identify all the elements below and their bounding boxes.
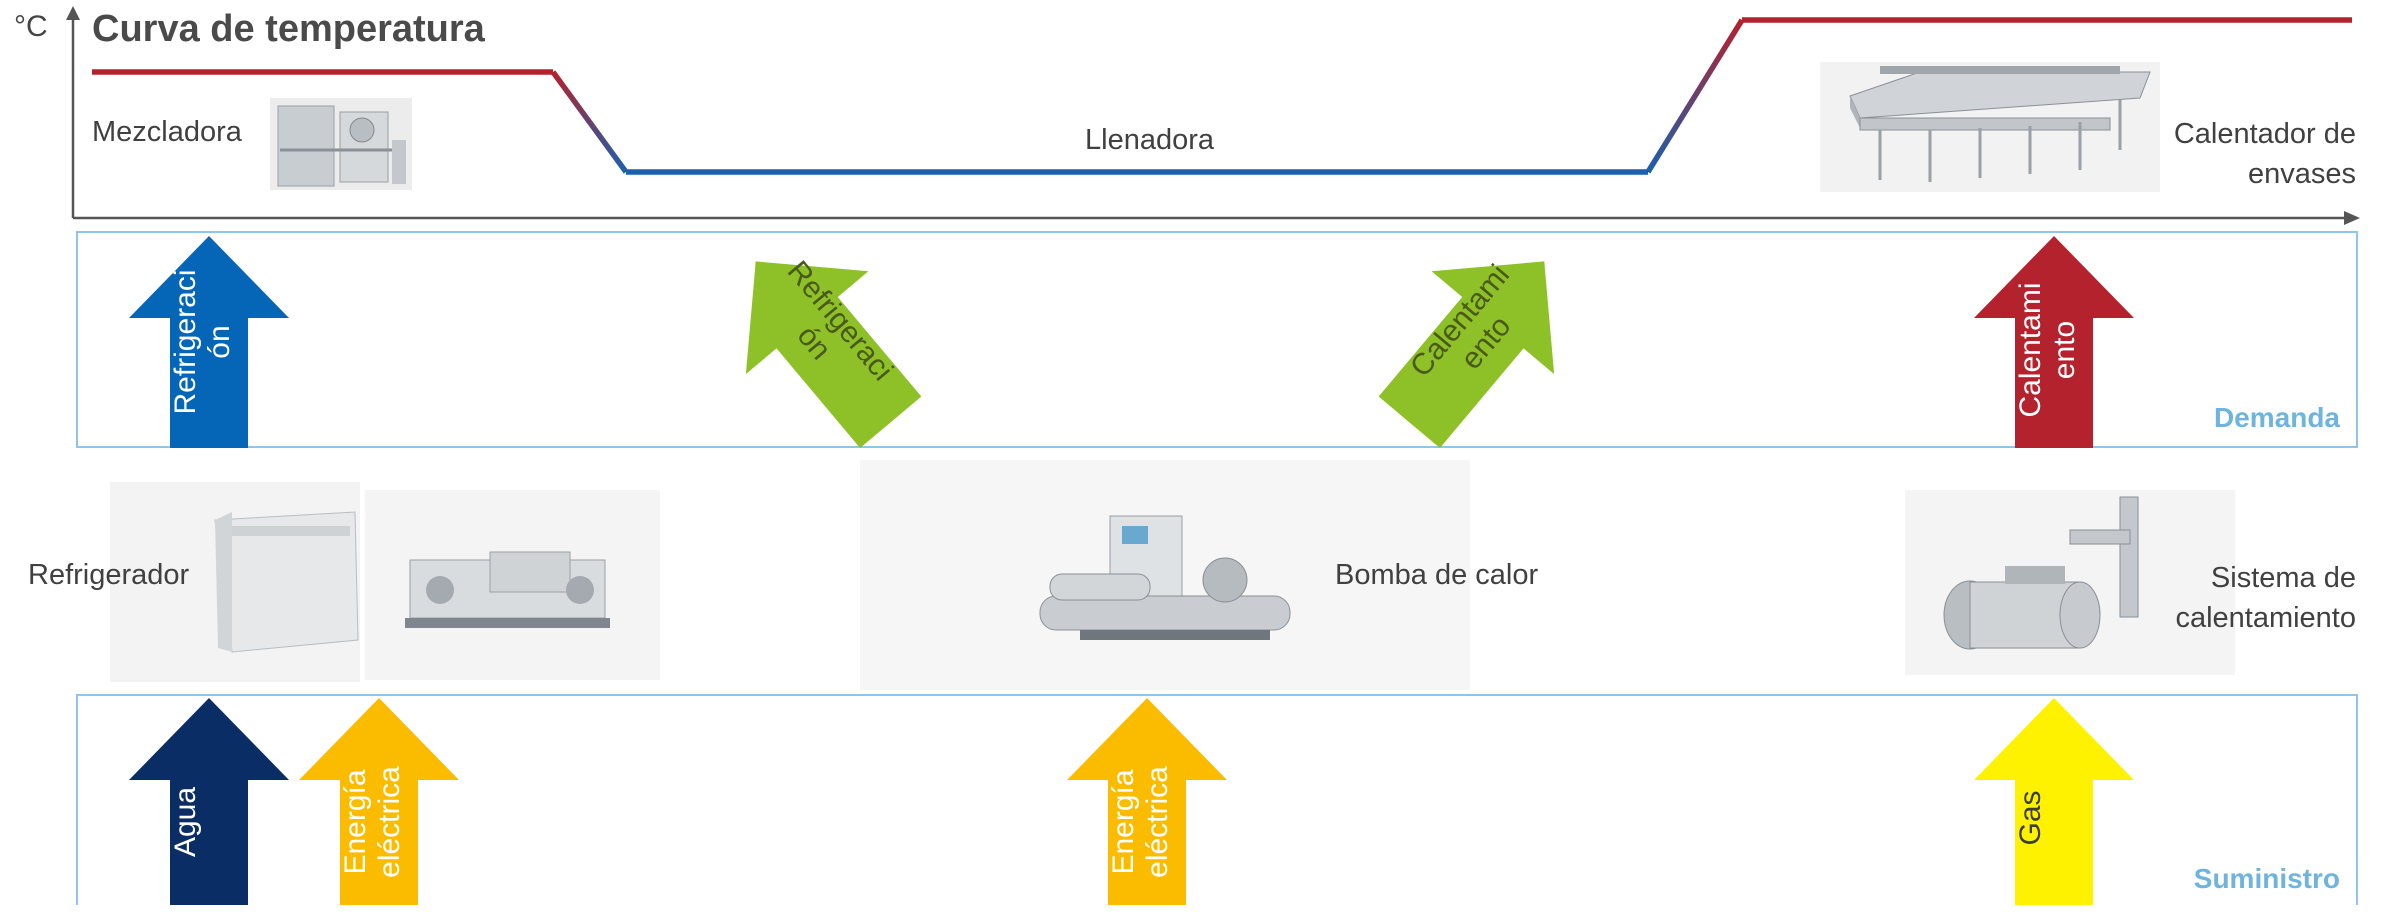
mixer-machine-image <box>270 98 412 190</box>
heating-system-label: Sistema de calentamiento <box>2175 562 2356 634</box>
demand-label: Demanda <box>2213 402 2340 433</box>
heat-pump-label: Bomba de calor <box>1335 559 1539 591</box>
supply-arrow-text-4: Gas <box>2014 790 2047 846</box>
curve-rise-segment <box>1645 18 1745 174</box>
demand-arrow-text-1: Refrigeraci ón <box>169 269 236 415</box>
y-axis <box>66 6 80 218</box>
mixer-label: Mezcladora <box>92 116 242 148</box>
demand-arrow-text-4: Calentami ento <box>2014 282 2081 418</box>
filler-label: Llenadora <box>1085 124 1214 156</box>
chiller-label: Refrigerador <box>28 559 190 591</box>
page-title: Curva de temperatura <box>92 8 485 50</box>
x-axis <box>73 211 2360 225</box>
curve-drop-segment <box>550 70 629 174</box>
y-axis-unit: °C <box>14 10 48 43</box>
temperature-curve <box>92 17 2352 175</box>
container-heater-image <box>1820 62 2160 192</box>
demand-panel <box>76 231 2358 448</box>
container-heater-label: Calentador de envases <box>2173 118 2356 190</box>
supply-panel <box>76 694 2358 905</box>
supply-arrow-text-2: Energía eléctrica <box>339 766 406 878</box>
supply-label: Suministro <box>2193 863 2340 894</box>
supply-arrow-text-1: Agua <box>169 786 202 858</box>
supply-arrow-text-3: Energía eléctrica <box>1107 766 1174 878</box>
